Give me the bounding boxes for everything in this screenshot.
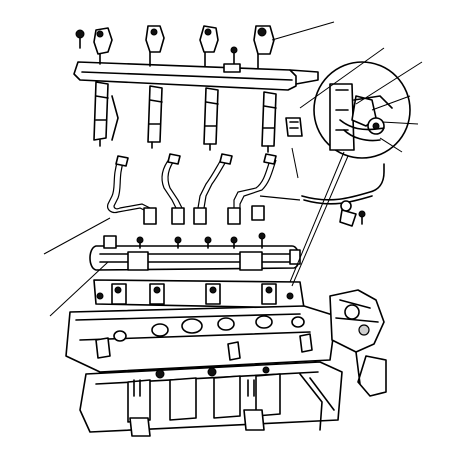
ignition-coil-2	[145, 25, 165, 149]
injector-row	[93, 279, 305, 309]
leader-line-9	[49, 261, 109, 317]
detail-inset-circle	[313, 61, 411, 159]
cylinder-head	[65, 305, 337, 373]
coil-wire-stub	[111, 95, 119, 141]
injector-line-3	[193, 153, 233, 225]
leader-line-3	[355, 61, 423, 105]
injector-line-4	[227, 153, 301, 225]
leader-line-5	[381, 121, 419, 125]
injector-line-1	[107, 155, 157, 225]
inset-harness	[301, 163, 385, 201]
leader-line-7	[291, 147, 299, 179]
ignition-coil-1	[93, 27, 113, 147]
fuel-rail	[89, 232, 301, 271]
coil-bolts	[75, 29, 241, 73]
leader-line-1	[271, 21, 335, 41]
leader-line-10	[289, 151, 345, 283]
leader-lines	[43, 21, 423, 317]
intake-manifold	[79, 361, 343, 437]
leader-line-6	[379, 137, 403, 153]
leader-line-8	[43, 217, 111, 255]
ignition-coil-4	[253, 25, 277, 153]
injector-line-2	[161, 153, 185, 225]
coil-harness-rail	[73, 51, 319, 91]
leader-line-2	[299, 47, 385, 109]
rail-bolts	[136, 232, 266, 249]
coil-connector	[285, 117, 303, 137]
engine-block-right	[329, 289, 387, 397]
ignition-coil-3	[199, 25, 219, 151]
leader-line-4	[371, 95, 411, 111]
